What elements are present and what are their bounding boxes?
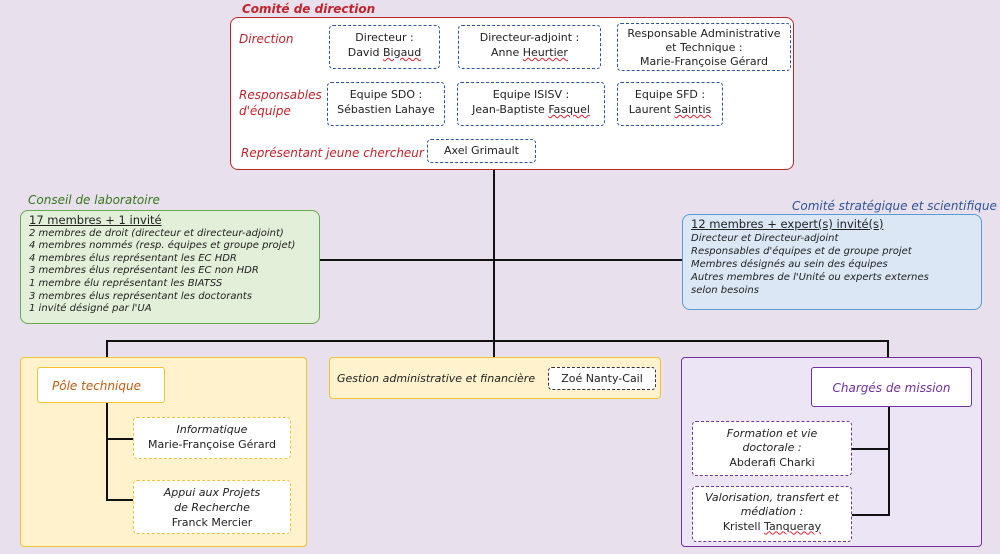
- informatique-card: Informatique Marie-Françoise Gérard: [133, 417, 291, 459]
- equipe-isisv-name: Jean-Baptiste Fasquel: [472, 102, 590, 116]
- connector-horizontal-middle: [320, 259, 682, 261]
- comite-strat-line: Responsables d'équipes et de groupe proj…: [691, 246, 912, 257]
- informatique-name: Marie-Françoise Gérard: [147, 437, 276, 451]
- comite-strat-line: Membres désignés au sein des équipes: [691, 259, 888, 270]
- valorisation-name: Kristell Tanqueray: [722, 519, 822, 533]
- equipe-sdo-name: Sébastien Lahaye: [337, 102, 435, 116]
- charges-tree-branch-formation: [852, 448, 890, 450]
- connector-charges: [887, 340, 889, 367]
- connector-vertical-main: [493, 168, 495, 340]
- formation-role2: doctorale :: [742, 441, 802, 455]
- comite-direction-box: Direction Directeur : David Bigaud Direc…: [230, 17, 794, 170]
- comite-strat-title: Comité stratégique et scientifique: [792, 199, 997, 213]
- equipe-sfd-name: Laurent Saintis: [628, 102, 712, 116]
- valorisation-role1: Valorisation, transfert et: [705, 491, 839, 504]
- directeur-name: David Bigaud: [347, 45, 422, 59]
- appui-name: Franck Mercier: [171, 515, 253, 529]
- gestion-box: Gestion administrative et financière Zoé…: [329, 357, 661, 399]
- directeur-card: Directeur : David Bigaud: [329, 25, 440, 69]
- directeur-adjoint-card: Directeur-adjoint : Anne Heurtier: [458, 25, 601, 69]
- connector-horizontal-bottom: [106, 340, 889, 342]
- comite-strat-line: Directeur et Directeur-adjoint: [691, 233, 839, 244]
- resp-admin-role1: Responsable Administrative: [627, 27, 781, 40]
- pole-tree-vertical: [106, 403, 108, 501]
- formation-role1: Formation et vie: [726, 427, 818, 440]
- pole-technique-box: Pôle technique Informatique Marie-Franço…: [20, 357, 307, 547]
- resp-admin-card: Responsable Administrative et Technique …: [617, 23, 791, 71]
- direction-label: Direction: [239, 32, 294, 46]
- conseil-line: 3 membres élus représentant les doctoran…: [29, 290, 252, 302]
- conseil-line: 1 invité désigné par l'UA: [29, 303, 152, 315]
- pole-technique-title: Pôle technique: [37, 367, 165, 403]
- comite-strat-line: selon besoins: [691, 285, 759, 296]
- conseil-title: Conseil de laboratoire: [28, 193, 160, 207]
- appui-role2: de Recherche: [174, 500, 250, 514]
- pole-tree-branch-appui: [106, 499, 133, 501]
- equipe-sdo-role: Equipe SDO :: [349, 88, 423, 101]
- directeur-adjoint-role: Directeur-adjoint :: [479, 31, 580, 44]
- jeune-chercheur-card: Axel Grimault: [427, 139, 536, 163]
- conseil-line: 2 membres de droit (directeur et directe…: [29, 227, 284, 239]
- formation-name: Abderafi Charki: [729, 455, 815, 469]
- valorisation-card: Valorisation, transfert et médiation : K…: [692, 486, 852, 542]
- formation-card: Formation et vie doctorale : Abderafi Ch…: [692, 421, 852, 476]
- charges-mission-title: Chargés de mission: [811, 367, 972, 407]
- conseil-heading: 17 membres + 1 invité: [29, 213, 162, 227]
- conseil-line: 4 membres élus représentant les EC HDR: [29, 252, 237, 264]
- conseil-line: 4 membres nommés (resp. équipes et group…: [29, 240, 296, 252]
- equipe-isisv-role: Equipe ISISV :: [492, 88, 570, 101]
- equipe-sdo-card: Equipe SDO : Sébastien Lahaye: [327, 82, 445, 126]
- directeur-adjoint-name: Anne Heurtier: [491, 45, 568, 59]
- valorisation-role2: médiation :: [740, 505, 804, 519]
- conseil-line: 3 membres élus représentant les EC non H…: [29, 265, 259, 277]
- comite-direction-title: Comité de direction: [242, 2, 376, 16]
- conseil-line: 1 membre élu représentant les BIATSS: [29, 277, 223, 289]
- conseil-box: 17 membres + 1 invité 2 membres de droit…: [20, 210, 320, 324]
- gestion-label: Gestion administrative et financière: [337, 372, 536, 385]
- directeur-role: Directeur :: [355, 31, 414, 44]
- connector-pole: [106, 340, 108, 370]
- gestion-name-card: Zoé Nanty-Cail: [548, 367, 656, 390]
- connector-gestion: [493, 340, 495, 357]
- equipe-sfd-role: Equipe SFD :: [634, 88, 706, 101]
- resp-admin-role2: et Technique :: [665, 40, 743, 54]
- pole-tree-branch-info: [106, 438, 133, 440]
- equipe-sfd-card: Equipe SFD : Laurent Saintis: [617, 82, 723, 126]
- comite-strat-heading: 12 membres + expert(s) invité(s): [691, 217, 884, 231]
- charges-tree-vertical: [888, 407, 890, 516]
- comite-strat-box: 12 membres + expert(s) invité(s) Directe…: [682, 214, 982, 310]
- charges-tree-branch-valorisation: [852, 514, 890, 516]
- appui-projets-card: Appui aux Projets de Recherche Franck Me…: [133, 480, 291, 534]
- comite-strat-line: Autres membres de l'Unité ou experts ext…: [691, 272, 929, 283]
- charges-mission-box: Chargés de mission Formation et vie doct…: [681, 357, 982, 547]
- informatique-role: Informatique: [176, 423, 248, 436]
- appui-role1: Appui aux Projets: [163, 486, 261, 499]
- jeune-chercheur-label: Représentant jeune chercheur: [241, 146, 424, 160]
- resp-admin-name: Marie-Françoise Gérard: [639, 54, 768, 68]
- responsables-label: Responsables d'équipe: [239, 88, 322, 118]
- equipe-isisv-card: Equipe ISISV : Jean-Baptiste Fasquel: [457, 82, 605, 126]
